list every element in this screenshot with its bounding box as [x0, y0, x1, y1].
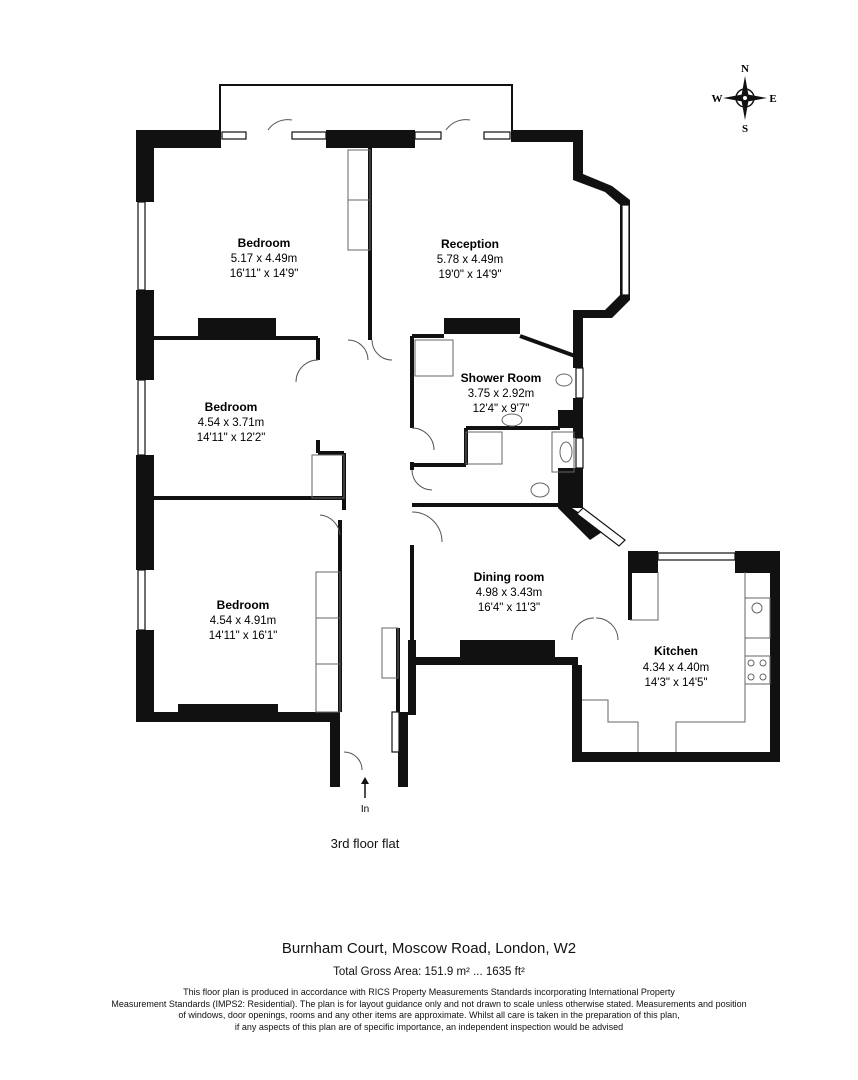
svg-text:4.98 x 3.43m: 4.98 x 3.43m: [476, 587, 542, 599]
disclaimer-line: Measurement Standards (IMPS2: Residentia…: [111, 998, 747, 1009]
shower-fixtures: [414, 339, 575, 498]
svg-text:19'0" x 14'9": 19'0" x 14'9": [438, 269, 501, 281]
svg-text:14'11" x 12'2": 14'11" x 12'2": [197, 432, 266, 444]
total-gross-area: Total Gross Area: 151.9 m² ... 1635 ft²: [333, 966, 525, 978]
disclaimer-line: of windows, door openings, rooms and any…: [178, 1010, 680, 1020]
svg-text:14'3" x 14'5": 14'3" x 14'5": [644, 677, 707, 689]
svg-text:4.54 x 4.91m: 4.54 x 4.91m: [210, 615, 276, 627]
entrance-arrow: In: [361, 777, 369, 815]
room-label-kitchen: Kitchen 4.34 x 4.40m 14'3" x 14'5": [643, 644, 709, 689]
toilet-1: [555, 373, 573, 387]
doors: [267, 119, 619, 771]
property-address: Burnham Court, Moscow Road, London, W2: [281, 940, 577, 957]
external-walls: [136, 130, 780, 787]
disclaimer: This floor plan is produced in accordanc…: [0, 987, 858, 1033]
toilet-2: [530, 482, 550, 498]
entrance-label: In: [361, 804, 369, 815]
svg-text:Bedroom: Bedroom: [217, 598, 270, 612]
svg-text:4.54 x 3.71m: 4.54 x 3.71m: [198, 417, 264, 429]
shower-tray-1: [414, 339, 454, 377]
shower-tray-2: [465, 431, 503, 465]
windows: [137, 131, 736, 753]
basin-2: [559, 441, 573, 463]
internal-walls: [150, 148, 632, 712]
svg-text:14'11" x 16'1": 14'11" x 16'1": [209, 630, 278, 642]
sink: [744, 597, 771, 639]
disclaimer-line: if any aspects of this plan are of speci…: [234, 1021, 624, 1032]
svg-text:Bedroom: Bedroom: [238, 236, 291, 250]
compass-north: N: [741, 63, 749, 75]
svg-text:3.75 x 2.92m: 3.75 x 2.92m: [468, 388, 534, 400]
svg-text:16'11" x 14'9": 16'11" x 14'9": [230, 268, 299, 280]
disclaimer-line: This floor plan is produced in accordanc…: [183, 987, 675, 997]
room-label-bedroom-3: Bedroom 4.54 x 4.91m 14'11" x 16'1": [209, 598, 278, 642]
room-label-reception: Reception 5.78 x 4.49m 19'0" x 14'9": [437, 237, 503, 281]
balcony-outline: [219, 84, 513, 130]
svg-text:5.78 x 4.49m: 5.78 x 4.49m: [437, 254, 503, 266]
svg-text:Bedroom: Bedroom: [205, 400, 258, 414]
svg-text:Reception: Reception: [441, 237, 499, 251]
wardrobes: [311, 149, 399, 713]
basin-1: [501, 413, 523, 427]
svg-text:Dining room: Dining room: [474, 570, 545, 584]
room-label-bedroom-2: Bedroom 4.54 x 3.71m 14'11" x 12'2": [197, 400, 266, 444]
svg-text:Kitchen: Kitchen: [654, 644, 698, 658]
svg-text:12'4" x 9'7": 12'4" x 9'7": [473, 403, 530, 415]
compass-west: W: [712, 93, 723, 105]
kitchen-fixtures: [582, 572, 771, 752]
svg-text:4.34 x 4.40m: 4.34 x 4.40m: [643, 662, 709, 674]
compass-east: E: [769, 93, 776, 105]
hob: [744, 655, 771, 685]
svg-text:Shower Room: Shower Room: [461, 371, 542, 385]
room-label-bedroom-1: Bedroom 5.17 x 4.49m 16'11" x 14'9": [230, 236, 299, 280]
room-label-dining-room: Dining room 4.98 x 3.43m 16'4" x 11'3": [474, 570, 545, 614]
floor-label: 3rd floor flat: [330, 836, 400, 851]
room-label-shower-room: Shower Room 3.75 x 2.92m 12'4" x 9'7": [461, 371, 542, 415]
compass: N S W E: [712, 63, 777, 135]
compass-south: S: [742, 123, 748, 135]
svg-text:16'4" x 11'3": 16'4" x 11'3": [478, 602, 540, 614]
svg-text:5.17 x 4.49m: 5.17 x 4.49m: [231, 253, 297, 265]
